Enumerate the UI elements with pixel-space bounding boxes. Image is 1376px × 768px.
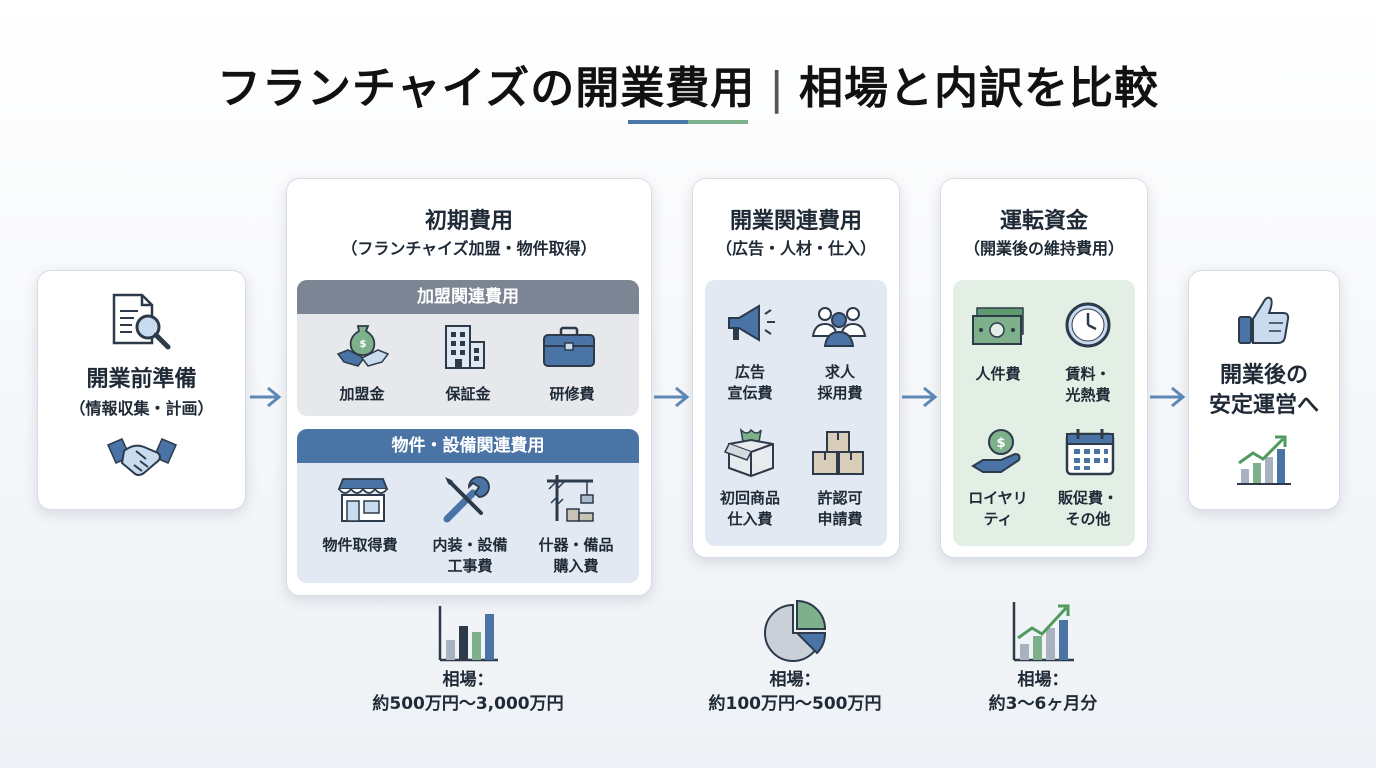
working-title: 運転資金 — [999, 209, 1088, 234]
crane-construction-icon — [547, 475, 594, 522]
initial-range-value: 約500万円〜3,000万円 — [372, 694, 564, 714]
arrow-1 — [250, 386, 282, 408]
pie-chart-icon — [764, 599, 827, 662]
arrow-4 — [1150, 386, 1186, 408]
people-group-icon — [811, 307, 867, 347]
clock-icon — [1065, 302, 1111, 348]
initial-range-label: 相場： — [442, 670, 494, 690]
document-magnifier-icon — [112, 293, 171, 350]
pre-subtitle: （情報収集・計画） — [69, 399, 214, 418]
panel-franchise: 加盟関連費用 $ 加盟金 保証金 研修費 — [297, 280, 639, 416]
working-item-3: ロイヤリ ティ — [968, 489, 1028, 528]
money-bag-handshake-icon: $ — [336, 325, 390, 367]
franchise-item-1: 加盟金 — [339, 385, 385, 403]
initial-subtitle: （フランチャイズ加盟・物件取得） — [341, 239, 597, 258]
bar-chart-icon — [438, 606, 498, 662]
opening-item-3: 初回商品 仕入費 — [719, 489, 780, 528]
card-post-opening: 開業後の 安定運営へ — [1188, 270, 1340, 510]
title-underline — [628, 120, 748, 124]
initial-title: 初期費用 — [424, 209, 513, 234]
thumbs-up-icon — [1238, 296, 1290, 344]
franchise-item-3: 研修費 — [549, 385, 595, 403]
panel-working: 人件費 賃料・ 光熱費 $ ロイヤリ ティ 販促費・ その他 — [953, 280, 1135, 546]
opening-title: 開業関連費用 — [729, 209, 862, 234]
storefront-icon — [337, 478, 389, 522]
working-subtitle: （開業後の維持費用） — [963, 239, 1124, 258]
working-range-value: 約3〜6ヶ月分 — [988, 694, 1098, 714]
card-working-capital: 運転資金 （開業後の維持費用） 人件費 賃料・ 光熱費 $ — [940, 178, 1148, 558]
title-separator: | — [769, 63, 786, 114]
cash-icon — [972, 307, 1024, 345]
wrench-screwdriver-icon — [443, 476, 490, 523]
underline-green — [688, 120, 748, 124]
card-pre-opening: 開業前準備 （情報収集・計画） — [37, 270, 246, 510]
franchise-header: 加盟関連費用 — [297, 280, 639, 314]
boxes-icon — [812, 431, 864, 475]
property-item-3: 什器・備品 購入費 — [538, 536, 614, 575]
title-main: フランチャイズの開業費用 — [216, 63, 756, 114]
building-icon — [445, 325, 485, 369]
panel-property: 物件・設備関連費用 物件取得費 内装・設備 工事費 什器・備品 購入費 — [297, 429, 639, 583]
property-header: 物件・設備関連費用 — [297, 429, 639, 463]
working-item-2: 賃料・ 光熱費 — [1065, 365, 1111, 404]
card-opening-costs: 開業関連費用 （広告・人材・仕入） 広告 宣伝費 求人 採用費 — [692, 178, 900, 558]
opening-item-2: 求人 採用費 — [817, 363, 863, 402]
trend-chart-icon — [1012, 602, 1074, 662]
briefcase-icon — [543, 326, 595, 367]
page-title: フランチャイズの開業費用 | 相場と内訳を比較 — [0, 52, 1376, 116]
working-range-label: 相場： — [1017, 670, 1069, 690]
open-box-icon — [723, 427, 774, 478]
coin-hand-icon: $ — [971, 429, 1021, 473]
post-title: 開業後の 安定運営へ — [1208, 363, 1319, 418]
opening-range-value: 約100万円〜500万円 — [708, 694, 882, 714]
opening-item-4: 許認可 申請費 — [817, 489, 863, 528]
title-sub: 相場と内訳を比較 — [799, 63, 1160, 114]
handshake-icon — [107, 438, 177, 476]
svg-text:$: $ — [996, 436, 1005, 451]
property-item-2: 内装・設備 工事費 — [432, 536, 508, 575]
arrow-2 — [654, 386, 690, 408]
megaphone-icon — [728, 304, 775, 342]
card-initial-costs: 初期費用 （フランチャイズ加盟・物件取得） 加盟関連費用 $ 加盟金 保証金 研… — [286, 178, 652, 596]
opening-item-1: 広告 宣伝費 — [727, 363, 773, 402]
panel-opening: 広告 宣伝費 求人 採用費 初回商品 仕入費 許認可 申請費 — [705, 280, 887, 546]
working-item-1: 人件費 — [975, 365, 1021, 383]
svg-text:$: $ — [360, 339, 367, 350]
opening-subtitle: （広告・人材・仕入） — [715, 239, 876, 258]
opening-range-label: 相場： — [769, 670, 821, 690]
initial-range: 相場： 約500万円〜3,000万円 — [330, 668, 606, 716]
opening-range: 相場： 約100万円〜500万円 — [680, 668, 910, 716]
working-item-4: 販促費・ その他 — [1057, 489, 1118, 528]
working-range: 相場： 約3〜6ヶ月分 — [930, 668, 1156, 716]
arrow-3 — [902, 386, 938, 408]
growth-chart-icon — [1237, 435, 1291, 485]
pre-title: 開業前準備 — [86, 367, 197, 392]
underline-blue — [628, 120, 688, 124]
calendar-icon — [1065, 429, 1115, 476]
franchise-item-2: 保証金 — [445, 385, 491, 403]
property-item-1: 物件取得費 — [322, 536, 398, 554]
